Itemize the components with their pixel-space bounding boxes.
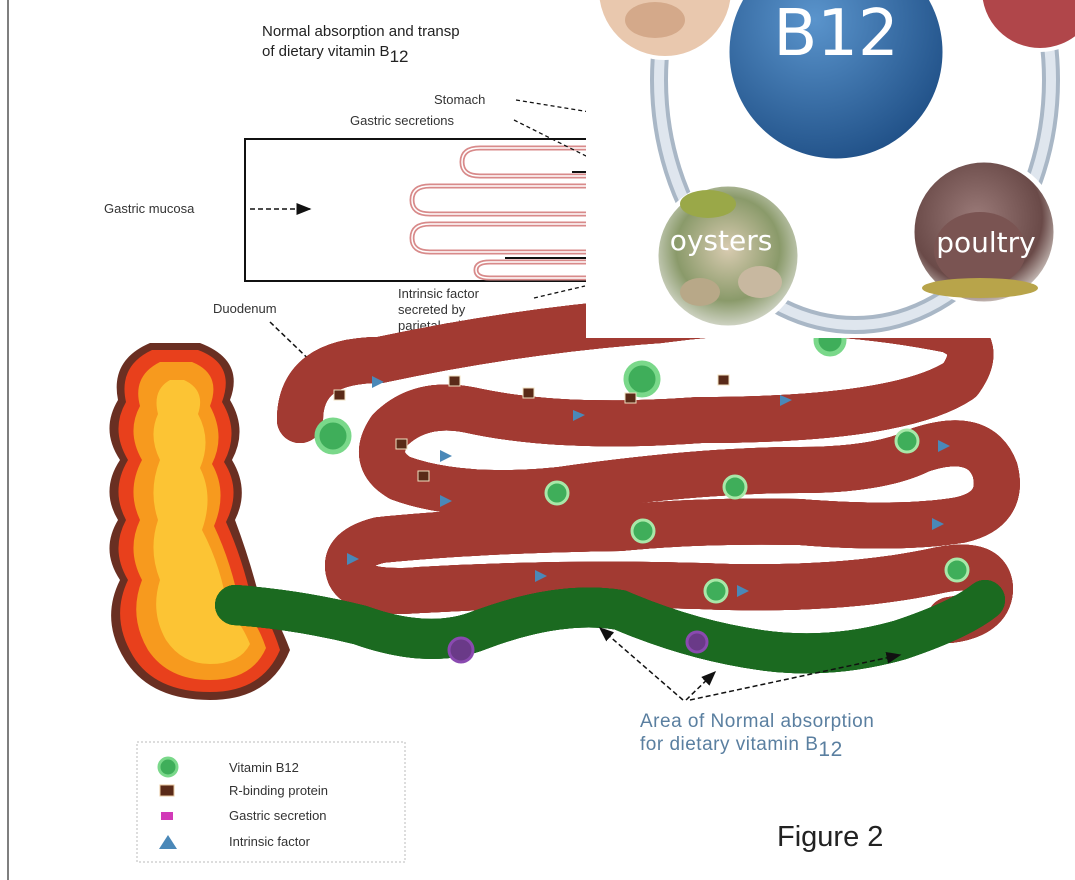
stomach-schematic — [245, 139, 590, 281]
legend-r-binding-icon — [160, 785, 174, 796]
absorption-label-line2: for dietary vitamin B12 — [640, 734, 843, 761]
label-intrinsic-factor-1: Intrinsic factor — [398, 286, 480, 301]
r-binding-particle — [396, 439, 407, 449]
legend-vitamin-b12-icon — [159, 758, 177, 776]
legend-gastric-secretion-icon — [161, 812, 173, 820]
legend-item-r-binding: R-binding protein — [229, 783, 328, 798]
intrinsic-factor-leader — [534, 286, 585, 298]
food-label-oysters: oysters — [670, 224, 773, 257]
legend-item-intrinsic-factor: Intrinsic factor — [229, 834, 311, 849]
label-stomach: Stomach — [434, 92, 485, 107]
stomach-leader — [516, 100, 590, 112]
absorption-label-line1: Area of Normal absorption — [640, 711, 874, 732]
intrinsic-factor-particle — [440, 450, 452, 462]
r-binding-particle — [418, 471, 429, 481]
label-intrinsic-factor-2: secreted by — [398, 302, 466, 317]
b12-food-overlay: B12 oysters poultry — [586, 0, 1075, 338]
label-gastric-mucosa: Gastric mucosa — [104, 201, 195, 216]
vitamin-b12-particle — [896, 430, 918, 452]
vitamin-b12-particle — [724, 476, 746, 498]
label-gastric-secretions: Gastric secretions — [350, 113, 455, 128]
b12-center-label: B12 — [773, 0, 898, 71]
r-binding-particle — [449, 376, 460, 386]
label-duodenum: Duodenum — [213, 301, 277, 316]
r-binding-particle — [334, 390, 345, 400]
vitamin-b12-particle — [705, 580, 727, 602]
vitamin-b12-particle — [632, 520, 654, 542]
legend-item-vitamin-b12: Vitamin B12 — [229, 760, 299, 775]
vitamin-b12-particle — [946, 559, 968, 581]
b12-complex-particle — [449, 638, 473, 662]
diagram-title-line2: of dietary vitamin B12 — [262, 43, 408, 66]
legend-item-gastric-secretion: Gastric secretion — [229, 808, 327, 823]
r-binding-particle — [625, 393, 636, 403]
legend: Vitamin B12 R-binding protein Gastric se… — [137, 742, 405, 862]
food-label-poultry: poultry — [936, 226, 1036, 259]
r-binding-particle — [523, 388, 534, 398]
diagram-title-line1: Normal absorption and transp — [262, 23, 460, 40]
colon — [109, 343, 290, 700]
r-binding-particle — [718, 375, 729, 385]
vitamin-b12-particle — [546, 482, 568, 504]
figure-label: Figure 2 — [777, 821, 883, 853]
small-intestine — [235, 312, 997, 653]
b12-complex-particle — [687, 632, 707, 652]
